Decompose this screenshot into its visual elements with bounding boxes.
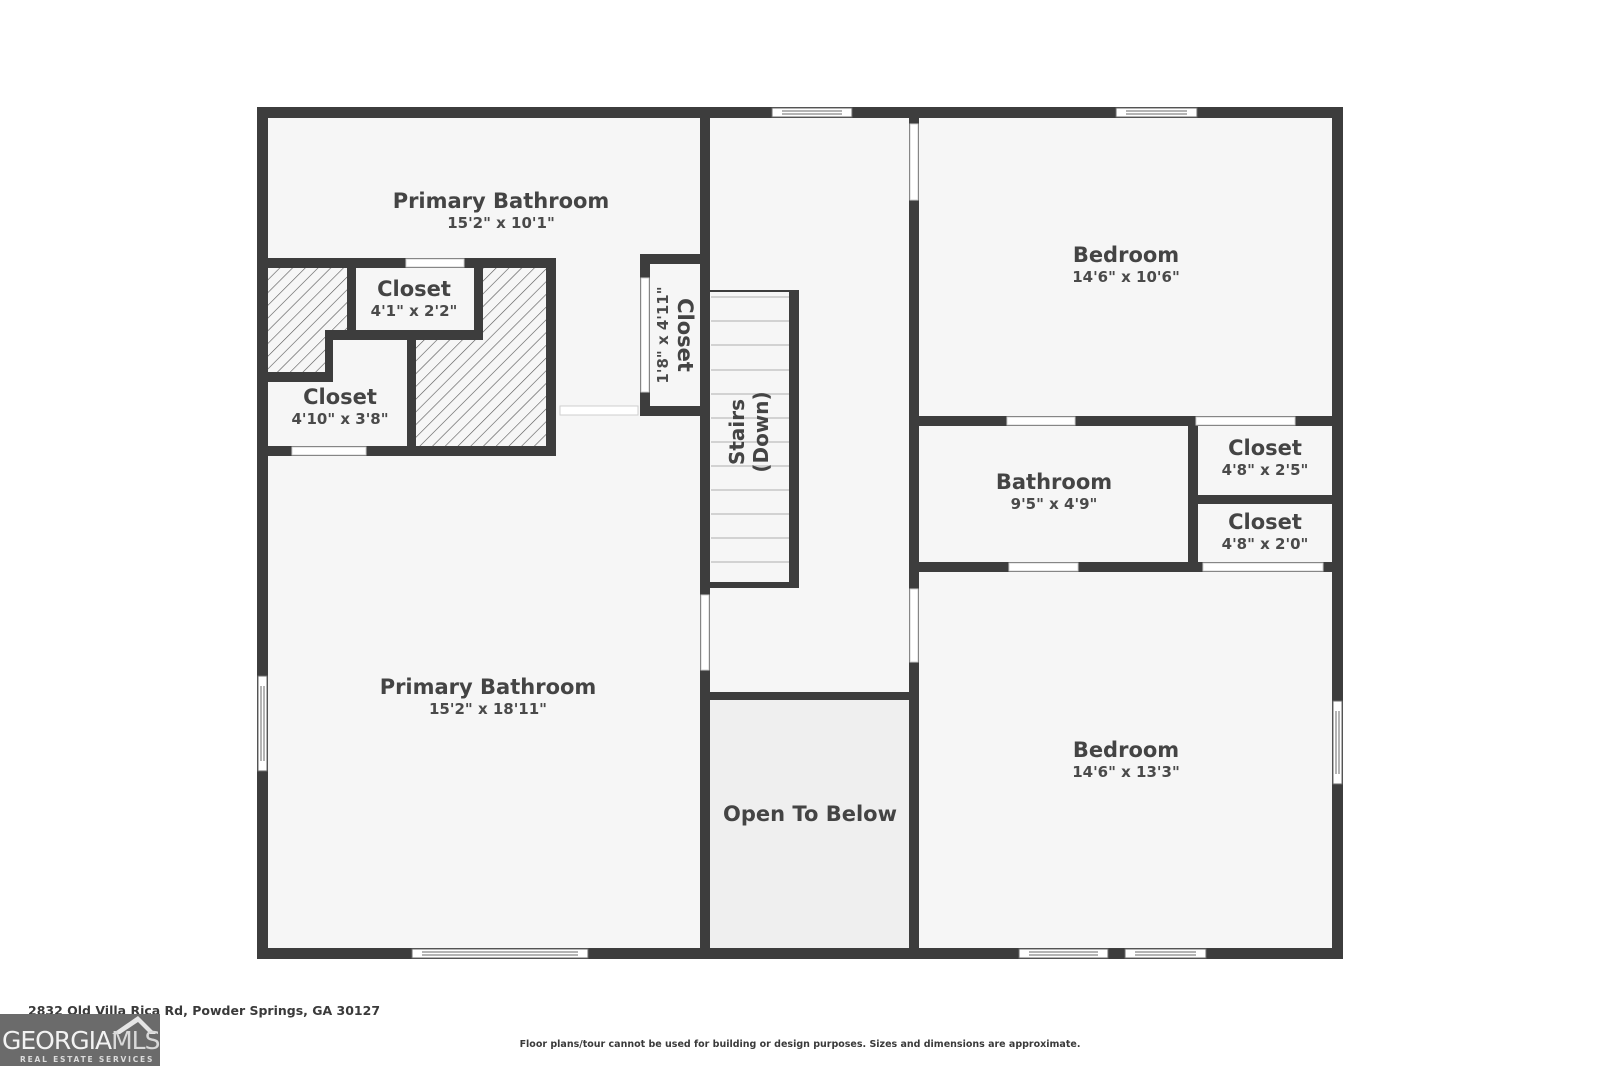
room-label-bedroom-top: Bedroom 14'6" x 10'6" <box>1072 243 1180 287</box>
room-name: Stairs <box>725 398 749 466</box>
room-label-stairs: Stairs (Down) <box>725 391 773 472</box>
room-label-closet-top: Closet 4'1" x 2'2" <box>371 277 458 321</box>
room-name: Bathroom <box>995 470 1113 494</box>
door-openings <box>291 123 1324 671</box>
room-dimensions: 1'8" x 4'11" <box>654 286 672 384</box>
disclaimer-text: Floor plans/tour cannot be used for buil… <box>519 1039 1081 1050</box>
logo-brand: GEORGIAMLS <box>2 1026 160 1055</box>
room-dimensions: 9'5" x 4'9" <box>1010 495 1098 513</box>
logo-brand-primary: GEORGIA <box>2 1026 112 1055</box>
room-label-closet-narrow: Closet 1'8" x 4'11" <box>653 286 697 383</box>
room-label-bathroom: Bathroom 9'5" x 4'9" <box>996 470 1112 514</box>
room-name: Primary Bathroom <box>392 189 610 213</box>
room-dimensions: 14'6" x 10'6" <box>1072 268 1180 286</box>
room-dimensions: 14'6" x 13'3" <box>1072 763 1180 781</box>
windows <box>257 107 1343 959</box>
room-label-primary-bathroom-lower: Primary Bathroom 15'2" x 18'11" <box>380 675 597 719</box>
room-name: Bedroom <box>1072 738 1180 762</box>
roof-icon <box>112 1016 156 1034</box>
room-label-bedroom-bottom: Bedroom 14'6" x 13'3" <box>1072 738 1180 782</box>
room-label-closet-right-bottom: Closet 4'8" x 2'0" <box>1222 510 1309 554</box>
stair-top-edge <box>710 290 799 292</box>
room-name: Closet <box>673 298 697 372</box>
room-label-closet-left: Closet 4'10" x 3'8" <box>291 385 388 429</box>
georgia-mls-logo: GEORGIAMLS REAL ESTATE SERVICES <box>0 1014 160 1066</box>
room-name: Closet <box>303 385 377 409</box>
logo-brand-secondary: MLS <box>111 1026 160 1055</box>
room-dimensions: 4'8" x 2'0" <box>1221 535 1309 553</box>
room-dimensions: (Down) <box>749 391 773 473</box>
hatched-area-right <box>416 268 546 446</box>
room-name: Open To Below <box>723 802 897 826</box>
room-name: Closet <box>1228 436 1302 460</box>
stair-treads <box>711 296 789 563</box>
room-name: Closet <box>1228 510 1302 534</box>
room-name: Bedroom <box>1072 243 1180 267</box>
room-label-closet-right-top: Closet 4'8" x 2'5" <box>1222 436 1309 480</box>
room-name: Closet <box>377 277 451 301</box>
room-dimensions: 4'10" x 3'8" <box>291 410 389 428</box>
room-dimensions: 4'1" x 2'2" <box>370 302 458 320</box>
room-name: Primary Bathroom <box>379 675 597 699</box>
room-label-primary-bathroom-upper: Primary Bathroom 15'2" x 10'1" <box>393 189 610 233</box>
room-dimensions: 15'2" x 18'11" <box>429 700 547 718</box>
logo-tagline: REAL ESTATE SERVICES <box>20 1055 155 1064</box>
room-label-open-to-below: Open To Below <box>723 802 897 826</box>
room-dimensions: 4'8" x 2'5" <box>1221 461 1309 479</box>
room-dimensions: 15'2" x 10'1" <box>447 214 555 232</box>
open-to-below-area <box>710 700 909 949</box>
